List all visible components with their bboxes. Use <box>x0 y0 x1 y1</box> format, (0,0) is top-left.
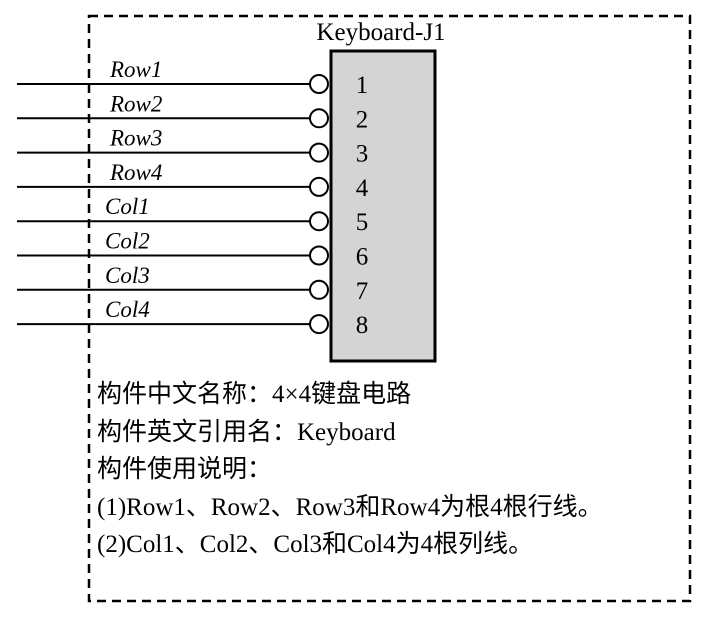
pin-inversion-bubble <box>309 245 329 266</box>
usage-line-1: (1)Row1、Row2、Row3和Row4为根4根行线。 <box>97 493 603 521</box>
pin-inversion-bubble <box>309 279 329 300</box>
pin-number: 8 <box>356 312 369 339</box>
pin-number: 1 <box>356 72 369 99</box>
pin-inversion-bubble <box>309 176 329 197</box>
component-body <box>329 49 437 363</box>
pin-label: Row1 <box>109 57 162 82</box>
pin-label: Col4 <box>105 297 150 322</box>
pin-label: Row2 <box>109 91 162 116</box>
pin-label: Col2 <box>105 229 150 254</box>
usage-line-2: (2)Col1、Col2、Col3和Col4为4根列线。 <box>97 531 534 558</box>
pin-label: Col3 <box>105 263 150 288</box>
pin-inversion-bubble <box>309 74 329 94</box>
component-title: Keyboard-J1 <box>316 19 445 46</box>
component-boundary-dashed <box>87 14 692 603</box>
usage-heading: 构件使用说明： <box>97 456 273 483</box>
pin-number: 5 <box>356 209 369 236</box>
pin-number: 4 <box>356 175 369 202</box>
component-description: 构件中文名称：4×4键盘电路 构件英文引用名：Keyboard 构件使用说明： … <box>97 376 603 564</box>
pin-number: 2 <box>356 106 369 133</box>
chinese-name-line: 构件中文名称：4×4键盘电路 <box>97 381 412 408</box>
pin-number: 7 <box>356 278 369 305</box>
pin-inversion-bubble <box>309 314 329 335</box>
pin-inversion-bubble <box>309 142 329 163</box>
pin-label: Row3 <box>109 126 162 151</box>
pin-number: 6 <box>356 244 369 271</box>
pin-number: 3 <box>356 141 369 168</box>
pin-label: Col1 <box>105 194 150 219</box>
pin-label: Row4 <box>109 160 162 185</box>
pin-inversion-bubble <box>309 108 329 129</box>
english-name-line: 构件英文引用名：Keyboard <box>97 418 396 446</box>
pin-inversion-bubble <box>309 211 329 232</box>
